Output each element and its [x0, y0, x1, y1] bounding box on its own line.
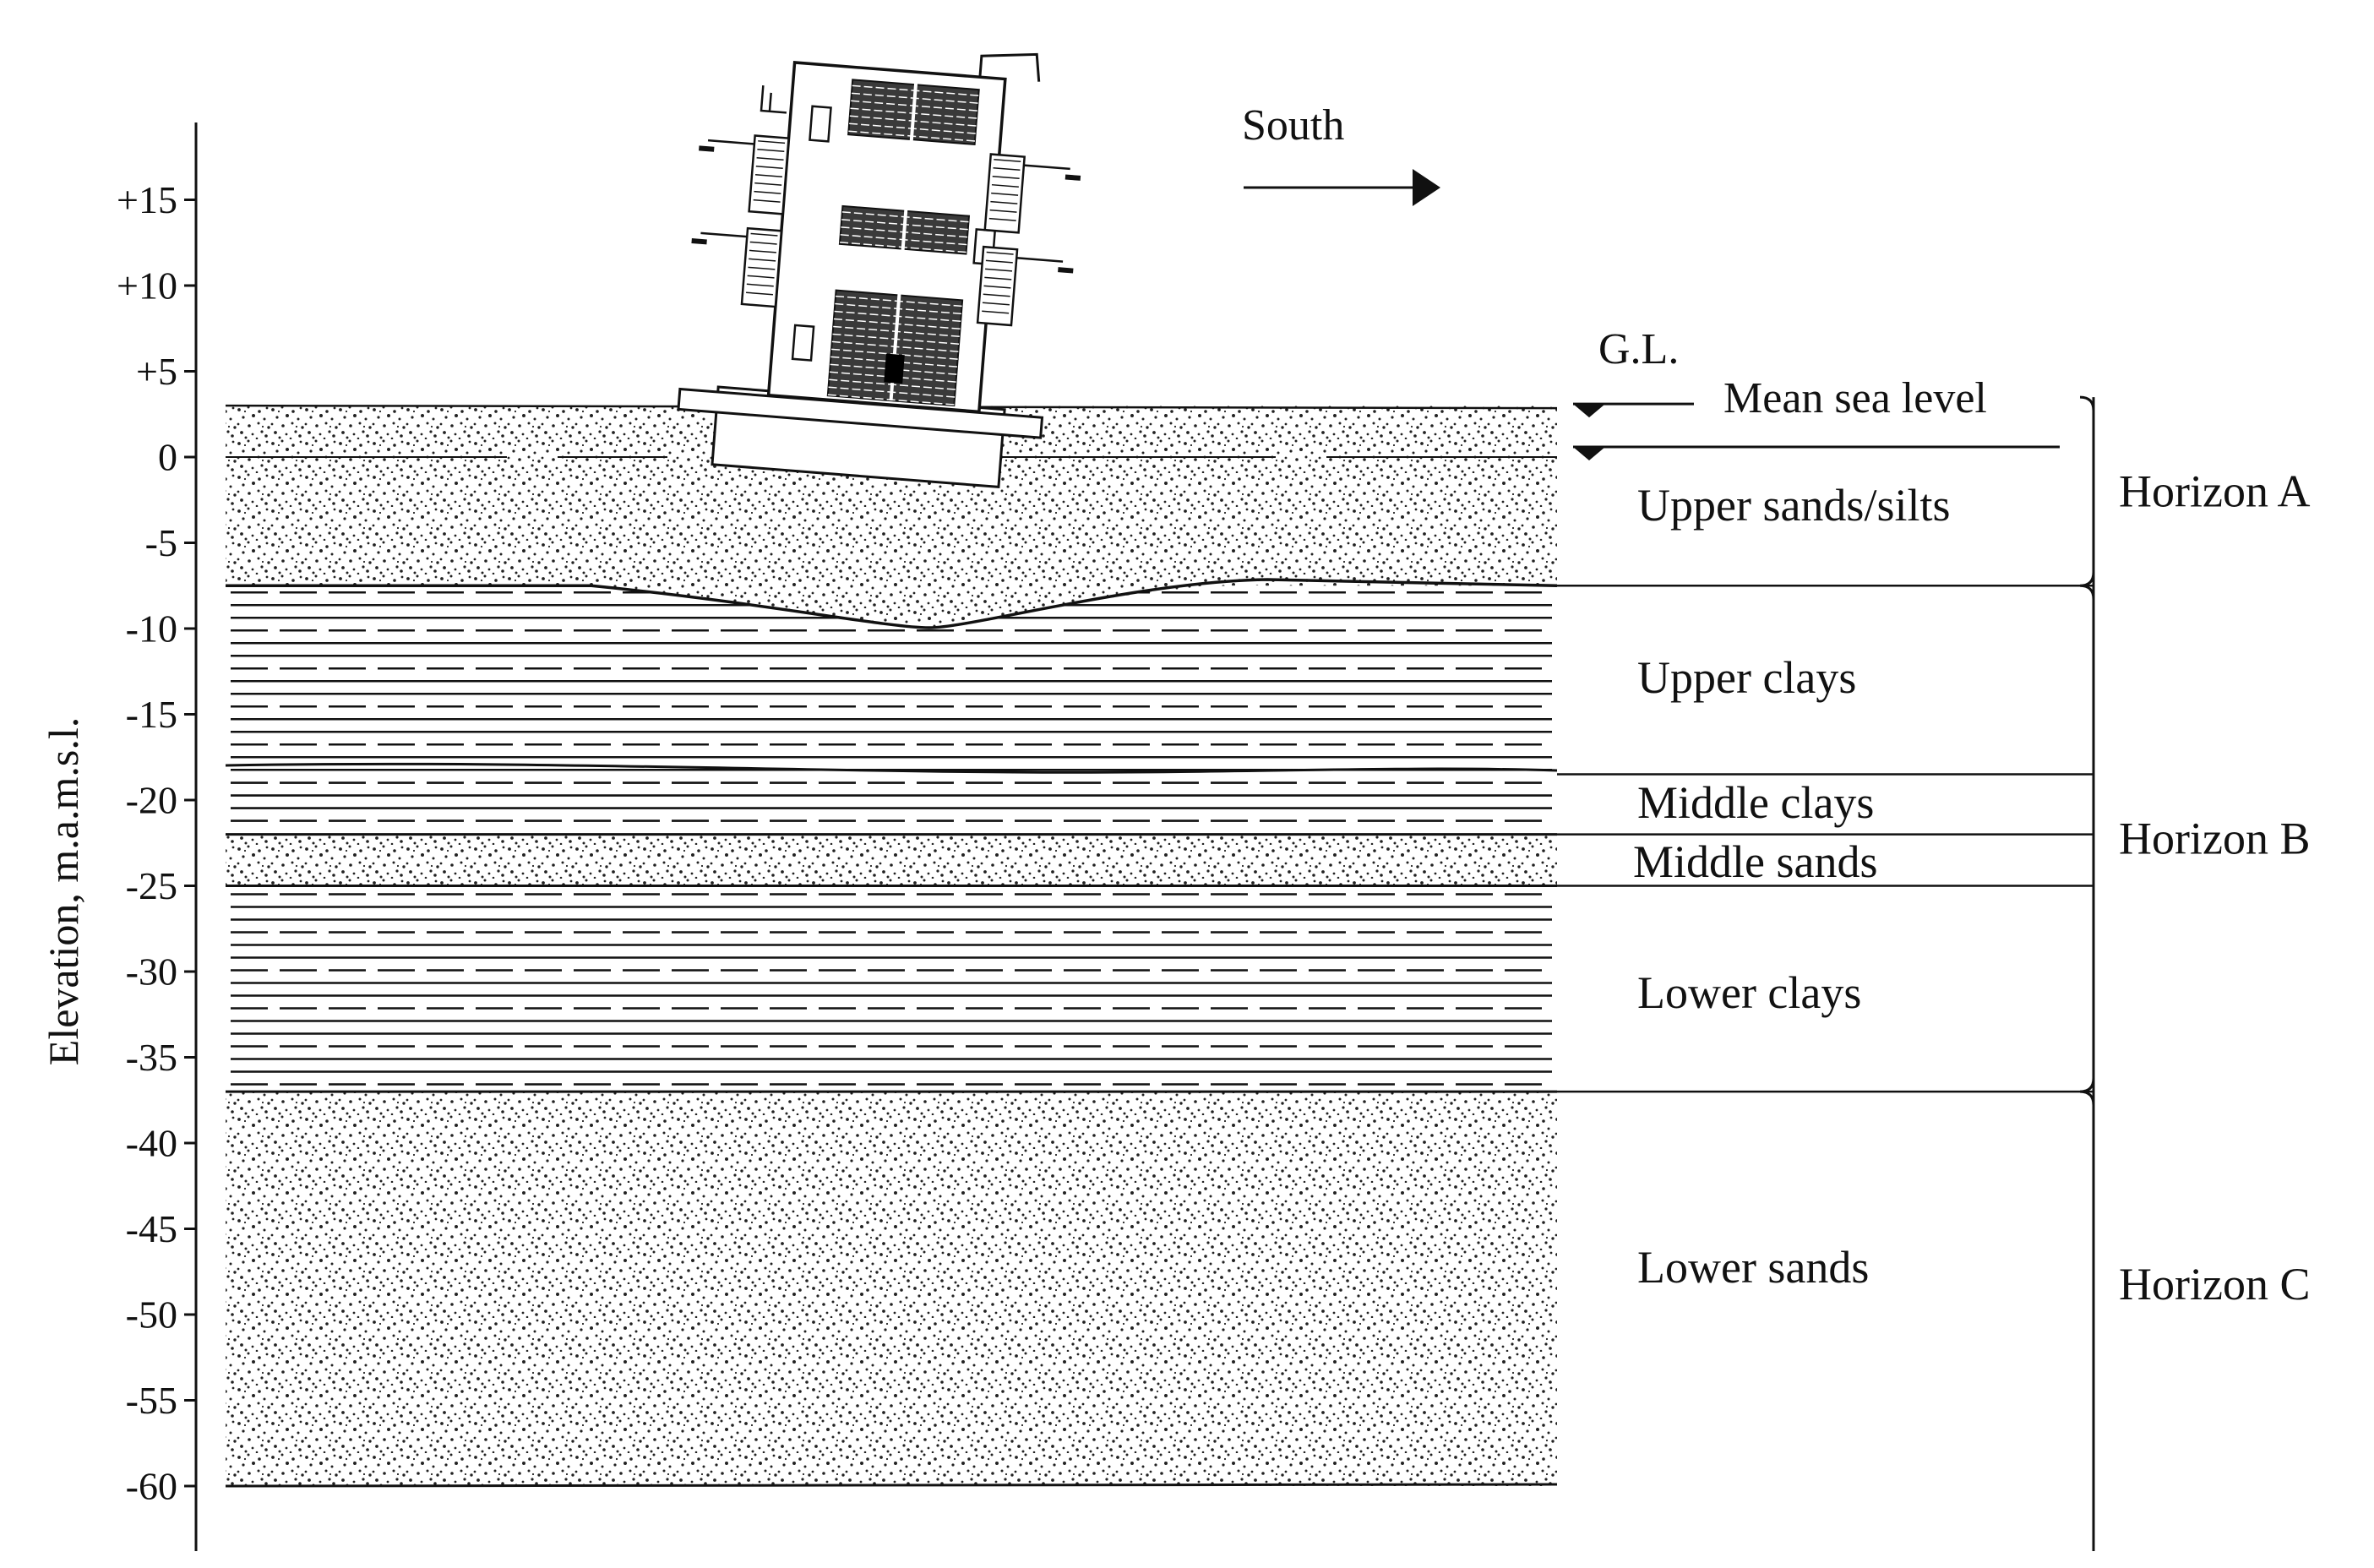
y-tick-label: 0: [158, 436, 177, 479]
horizon-label: Horizon A: [2119, 466, 2310, 517]
layer-label-upper-sands-silts: Upper sands/silts: [1637, 480, 1951, 531]
layer-label-middle-clays: Middle clays: [1637, 777, 1874, 828]
tower-body: [677, 52, 1081, 489]
clay-interface-line: [225, 762, 1558, 774]
tower-gallery: [699, 134, 790, 215]
clay-hatching: [231, 781, 1552, 822]
y-tick-label: -45: [126, 1207, 177, 1250]
sea-level-marker: [1573, 447, 1605, 460]
tower-window: [809, 105, 832, 143]
tower-door: [884, 353, 905, 384]
horizon-label: Horizon B: [2119, 814, 2310, 864]
tower-gallery: [976, 245, 1074, 327]
horizon-label: Horizon C: [2119, 1259, 2310, 1309]
ground-level-marker: [1573, 404, 1605, 418]
tower-gallery: [691, 226, 783, 308]
y-tick-label: -25: [126, 864, 177, 907]
elevation-axis: +15 +10 +5 0 -5 -10 -15 -20 -25 -30 -35 -40 -45 -50 -5…: [40, 122, 198, 1551]
y-tick-label: -20: [126, 779, 177, 822]
y-tick-label: -5: [145, 521, 177, 564]
tower-window: [791, 324, 815, 362]
y-tick-label: -35: [126, 1036, 177, 1079]
layer-label-middle-sands: Middle sands: [1633, 836, 1878, 887]
clay-hatching: [231, 893, 1552, 1086]
horizon-horizon-a: Horizon A: [2079, 395, 2310, 600]
leaning-tower-drawing: [677, 52, 1081, 489]
horizon-brackets: Horizon A Horizon B Horizon C: [2079, 395, 2310, 1551]
sand-fill: [226, 834, 1557, 886]
sand-fill: [226, 1092, 1557, 1486]
layer-middle-sands: [226, 834, 1557, 886]
ground-level-label: G.L.: [1598, 325, 1679, 373]
soil-layers: [225, 406, 1558, 1486]
horizon-horizon-b: Horizon B: [2079, 814, 2310, 1106]
y-tick-label: -40: [126, 1122, 177, 1165]
tower-gallery: [983, 153, 1081, 234]
y-tick-label: +10: [117, 264, 177, 308]
layer-label-upper-clays: Upper clays: [1637, 652, 1856, 703]
layer-interfaces: [225, 404, 1558, 1488]
y-axis-title: Elevation, m.a.m.s.l.: [40, 717, 87, 1065]
y-tick-label: -15: [126, 693, 177, 736]
direction-label: South: [1242, 101, 1344, 150]
layer-lower-sands: [226, 1092, 1557, 1486]
y-tick-label: -10: [126, 607, 177, 651]
layer-upper-sands-silts: [226, 406, 1557, 628]
layer-middle-clays: [231, 781, 1552, 822]
y-tick-label: -60: [126, 1465, 177, 1508]
y-tick-label: +5: [136, 350, 177, 393]
interface-upper-sands-clays: [226, 578, 1558, 629]
y-tick-label: -50: [126, 1293, 177, 1337]
horizon-horizon-c: Horizon C: [2119, 1259, 2310, 1309]
tower-belfry: [978, 52, 1041, 82]
layer-upper-clays: [225, 591, 1558, 774]
sea-level-label: Mean sea level: [1723, 374, 1987, 422]
layer-label-lower-sands: Lower sands: [1637, 1242, 1869, 1293]
y-tick-label: -55: [126, 1379, 177, 1422]
sand-fill: [226, 406, 1557, 628]
y-tick-label: +15: [117, 178, 177, 221]
base-line: [225, 1483, 1558, 1488]
layer-lower-clays: [231, 893, 1552, 1086]
direction-arrow-head: [1413, 169, 1440, 206]
y-tick-label: -30: [126, 950, 177, 994]
layer-label-lower-clays: Lower clays: [1637, 967, 1861, 1018]
